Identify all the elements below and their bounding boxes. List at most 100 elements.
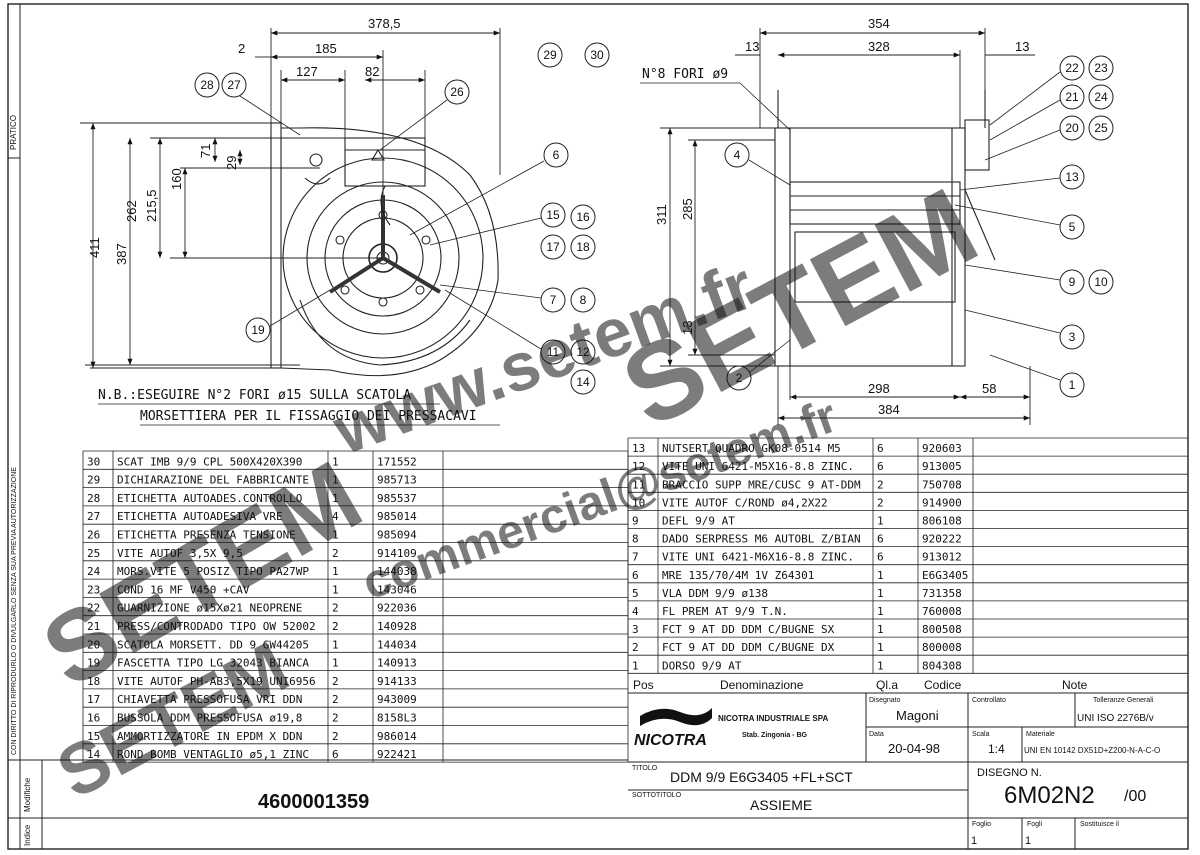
balloon-11: 11 bbox=[547, 345, 560, 359]
balloon-4: 4 bbox=[734, 148, 741, 162]
balloon-21: 21 bbox=[1065, 90, 1079, 104]
titolo-value: DDM 9/9 E6G3405 +FL+SCT bbox=[670, 769, 853, 785]
bom-header: Pos Denominazione Ql.a Codice Note bbox=[633, 678, 1088, 692]
bom-cell-right-0-1: NUTSERT QUADRO GK08-0514 M5 bbox=[662, 442, 841, 455]
margin-indice-label: Indice bbox=[23, 824, 32, 846]
bom-cell-right-3-1: VITE AUTOF C/ROND ø4,2X22 bbox=[662, 496, 828, 509]
bom-cell-left-7-3: 143046 bbox=[377, 583, 417, 596]
dim-185: 185 bbox=[315, 41, 337, 56]
fogli-label: Fogli bbox=[1027, 821, 1043, 828]
bom-cell-left-5-1: VITE AUTOF 3,5X 9,5 bbox=[117, 547, 243, 560]
bom-cell-left-2-0: 28 bbox=[87, 492, 100, 505]
scala-value: 1:4 bbox=[988, 742, 1005, 756]
bom-cell-right-4-3: 806108 bbox=[922, 515, 962, 528]
balloon-28: 28 bbox=[200, 78, 214, 92]
balloon-22: 22 bbox=[1065, 61, 1079, 75]
bom-cell-right-0-2: 6 bbox=[877, 442, 884, 455]
balloon-6: 6 bbox=[553, 148, 560, 162]
margin-vertical-note: CON DIRITTO DI RIPRODURLO O DIVULGARLO S… bbox=[11, 467, 18, 755]
balloon-14: 14 bbox=[576, 375, 590, 389]
bom-cell-right-3-2: 2 bbox=[877, 496, 884, 509]
bom-cell-left-7-2: 1 bbox=[332, 583, 339, 596]
bom-cell-left-12-3: 914133 bbox=[377, 675, 417, 688]
title-block-values: Magoni 20-04-98 UNI ISO 2276B/v 1:4 UNI … bbox=[670, 708, 1160, 847]
bom-cell-right-8-0: 5 bbox=[632, 587, 639, 600]
materiale-value: UNI EN 10142 DX51D+Z200-N-A-C-O bbox=[1024, 746, 1160, 755]
bom-cell-right-6-1: VITE UNI 6421-M6X16-8.8 ZINC. bbox=[662, 551, 854, 564]
bom-cell-right-10-3: 800508 bbox=[922, 623, 962, 636]
bom-cell-left-14-0: 16 bbox=[87, 712, 100, 725]
bom-cell-left-8-3: 922036 bbox=[377, 602, 417, 615]
bom-header-pos: Pos bbox=[633, 678, 654, 692]
bom-cell-left-0-3: 171552 bbox=[377, 455, 417, 468]
dim-2: 2 bbox=[238, 41, 245, 56]
balloon-26: 26 bbox=[450, 85, 464, 99]
part-number-box bbox=[20, 759, 628, 849]
bom-cell-right-0-3: 920603 bbox=[922, 442, 962, 455]
balloon-20: 20 bbox=[1065, 121, 1079, 135]
balloon-9: 9 bbox=[1069, 275, 1076, 289]
tolleranze-value: UNI ISO 2276B/v bbox=[1077, 713, 1154, 724]
note-line-1: N.B.:ESEGUIRE N°2 FORI ø15 SULLA SCATOLA bbox=[98, 388, 411, 403]
dim-82: 82 bbox=[365, 64, 379, 79]
bom-cell-right-7-2: 1 bbox=[877, 569, 884, 582]
dim-13-bottom: 13 bbox=[680, 321, 695, 335]
left-view-dimensions bbox=[80, 28, 501, 369]
bom-cell-left-1-3: 985713 bbox=[377, 474, 417, 487]
bom-cell-left-5-3: 914109 bbox=[377, 547, 417, 560]
bom-cell-left-13-3: 943009 bbox=[377, 693, 417, 706]
bom-cell-left-16-3: 922421 bbox=[377, 748, 417, 761]
balloon-17: 17 bbox=[546, 240, 560, 254]
data-value: 20-04-98 bbox=[888, 741, 940, 756]
bom-cell-left-9-3: 140928 bbox=[377, 620, 417, 633]
dim-262: 262 bbox=[124, 200, 139, 222]
bom-cell-left-15-3: 986014 bbox=[377, 730, 417, 743]
bom-cell-left-12-1: VITE AUTOF PH-AB3,5X19 UNI6956 bbox=[117, 675, 316, 688]
dim-328: 328 bbox=[868, 39, 890, 54]
title-block-grid bbox=[628, 692, 1188, 849]
balloon-8: 8 bbox=[580, 293, 587, 307]
bom-cell-right-2-1: BRACCIO SUPP MRE/CUSC 9 AT-DDM bbox=[662, 478, 861, 491]
bom-cell-left-13-2: 2 bbox=[332, 693, 339, 706]
margin-pratico-label: PRATICO bbox=[9, 115, 18, 150]
disegnato-value: Magoni bbox=[896, 708, 939, 723]
bom-cell-right-7-0: 6 bbox=[632, 569, 639, 582]
bom-cell-left-2-2: 1 bbox=[332, 492, 339, 505]
bom-cell-right-6-2: 6 bbox=[877, 551, 884, 564]
controllato-label: Controllato bbox=[972, 697, 1006, 704]
balloon-2: 2 bbox=[736, 371, 743, 385]
bom-cell-right-5-2: 6 bbox=[877, 533, 884, 546]
dim-411: 411 bbox=[87, 237, 102, 258]
bom-cell-left-6-2: 1 bbox=[332, 565, 339, 578]
bom-cell-left-13-0: 17 bbox=[87, 693, 100, 706]
bom-cell-left-8-2: 2 bbox=[332, 602, 339, 615]
balloon-13: 13 bbox=[1065, 170, 1079, 184]
right-view-dimensions bbox=[660, 28, 1035, 425]
bom-cell-right-1-2: 6 bbox=[877, 460, 884, 473]
dim-13-left: 13 bbox=[745, 39, 759, 54]
bom-cell-right-5-1: DADO SERPRESS M6 AUTOBL Z/BIAN bbox=[662, 533, 861, 546]
bom-cell-right-6-3: 913012 bbox=[922, 551, 962, 564]
bom-cell-left-4-2: 1 bbox=[332, 529, 339, 542]
bom-cell-left-9-0: 21 bbox=[87, 620, 100, 633]
bom-cell-left-9-1: PRESS/CONTRODADO TIPO OW 52002 bbox=[117, 620, 316, 633]
bom-cell-left-16-1: ROND BOMB VENTAGLIO ø5,1 ZINC bbox=[117, 748, 309, 761]
balloon-15: 15 bbox=[546, 208, 560, 222]
bom-cell-left-2-1: ETICHETTA AUTOADES.CONTROLLO bbox=[117, 492, 302, 505]
dim-387: 387 bbox=[114, 243, 129, 265]
balloon-27: 27 bbox=[227, 78, 241, 92]
data-label: Data bbox=[869, 731, 884, 738]
bom-header-codice: Codice bbox=[924, 678, 962, 692]
bom-cell-left-10-1: SCATOLA MORSETT. DD 9 GW44205 bbox=[117, 638, 309, 651]
disegno-label: DISEGNO N. bbox=[977, 767, 1042, 779]
materiale-label: Materiale bbox=[1026, 731, 1055, 738]
bom-cell-right-1-0: 12 bbox=[632, 460, 645, 473]
bom-cell-right-11-3: 800008 bbox=[922, 641, 962, 654]
bom-cell-right-2-3: 750708 bbox=[922, 478, 962, 491]
dim-298: 298 bbox=[868, 381, 890, 396]
left-view-balloon-labels: 28 27 26 6 15 16 17 18 7 8 11 12 14 19 2… bbox=[200, 48, 604, 389]
balloon-18: 18 bbox=[576, 240, 590, 254]
balloon-1: 1 bbox=[1069, 378, 1076, 392]
dim-71: 71 bbox=[198, 144, 213, 158]
